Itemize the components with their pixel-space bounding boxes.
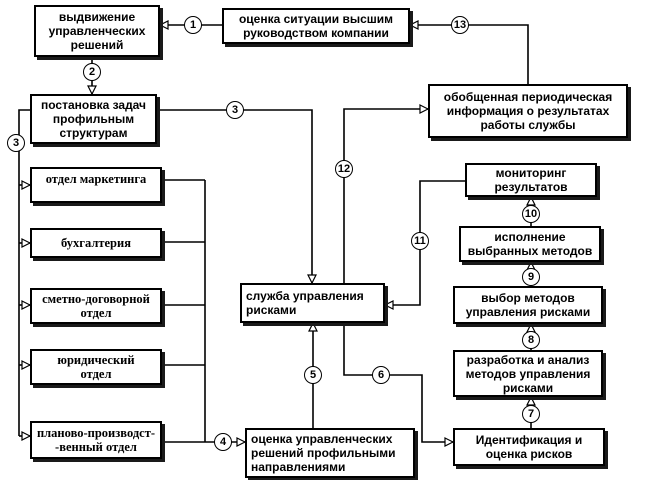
legal-department-box: юридический отдел	[30, 349, 162, 385]
box-line: выбор методов	[481, 291, 575, 305]
step-number-3-right: 3	[226, 101, 244, 119]
box-line: отдел	[80, 306, 112, 320]
top-management-evaluation-box: оценка ситуации высшим руководством комп…	[222, 8, 410, 44]
step-number-4: 4	[214, 433, 232, 451]
box-line: результатов	[494, 180, 568, 194]
step-number-8: 8	[522, 331, 540, 349]
arrow-6	[343, 323, 453, 442]
step-number-12: 12	[335, 160, 353, 178]
box-line: структурам	[59, 126, 128, 140]
estimate-contract-department-box: сметно-договорной отдел	[30, 288, 162, 324]
box-line: разработка и анализ	[466, 352, 590, 367]
arrow-3-right	[157, 109, 312, 283]
box-line: исполнение	[494, 230, 566, 244]
step-number-9: 9	[522, 268, 540, 286]
risk-management-service-box: служба управления рисками	[240, 283, 385, 323]
method-choice-box: выбор методов управления рисками	[453, 286, 603, 324]
box-line: управления рисками	[465, 305, 591, 319]
box-line: методов управления	[465, 366, 591, 381]
summary-information-box: обобщенная периодическая информация о ре…	[428, 84, 628, 138]
step-number-2: 2	[83, 63, 101, 81]
box-line: бухгалтерия	[61, 236, 131, 250]
arrow-12	[343, 109, 428, 283]
box-line: мониторинг	[495, 166, 567, 180]
box-line: рисками	[246, 303, 297, 317]
box-line: сметно-договорной	[42, 292, 150, 306]
arrow-13	[410, 25, 529, 84]
box-line: оценка управленческих	[251, 432, 393, 446]
box-line: оценка рисков	[485, 447, 573, 461]
box-line: планово-производст-	[36, 426, 156, 440]
left-bus	[18, 109, 30, 436]
box-line: рисками	[502, 380, 554, 395]
method-development-box: разработка и анализ методов управления р…	[453, 350, 603, 397]
box-line: обобщенная периодическая	[443, 90, 613, 104]
box-line: выдвижение	[58, 10, 136, 24]
task-setting-box: постановка задач профильным структурам	[30, 94, 157, 144]
box-line: направлениями	[251, 460, 346, 474]
step-number-13: 13	[451, 16, 469, 34]
box-line: оценка ситуации высшим	[238, 12, 394, 26]
step-number-1: 1	[184, 16, 202, 34]
marketing-department-box: отдел маркетинга	[30, 167, 162, 203]
box-line: профильным	[52, 112, 135, 126]
box-line: управленческих	[48, 24, 146, 38]
box-line: -венный отдел	[55, 440, 137, 454]
box-line: работы службы	[480, 118, 576, 132]
box-line: Идентификация и	[475, 433, 583, 447]
execution-methods-box: исполнение выбранных методов	[459, 226, 601, 262]
box-line: постановка задач	[40, 98, 147, 112]
profile-evaluation-box: оценка управленческих решений профильным…	[245, 428, 415, 478]
box-line: решений профильными	[251, 446, 396, 460]
step-number-7: 7	[522, 405, 540, 423]
box-line: отдел	[80, 367, 112, 381]
step-number-11: 11	[411, 232, 429, 250]
accounting-department-box: бухгалтерия	[30, 228, 162, 258]
step-number-6: 6	[372, 366, 390, 384]
step-number-5: 5	[304, 366, 322, 384]
box-line: информация о результатах	[446, 104, 610, 118]
box-line: юридический	[57, 353, 135, 367]
planning-production-department-box: планово-производст- -венный отдел	[30, 421, 162, 459]
box-line: выбранных методов	[467, 244, 593, 258]
box-line: отдел маркетинга	[45, 172, 147, 186]
box-line: решений	[70, 38, 124, 52]
step-number-3-left: 3	[7, 134, 25, 152]
advance-decisions-box: выдвижение управленческих решений	[34, 5, 160, 57]
box-line: руководством компании	[243, 26, 389, 40]
monitoring-results-box: мониторинг результатов	[465, 163, 597, 197]
risk-identification-box: Идентификация и оценка рисков	[453, 428, 605, 466]
step-number-10: 10	[522, 205, 540, 223]
box-line: служба управления	[246, 289, 364, 303]
